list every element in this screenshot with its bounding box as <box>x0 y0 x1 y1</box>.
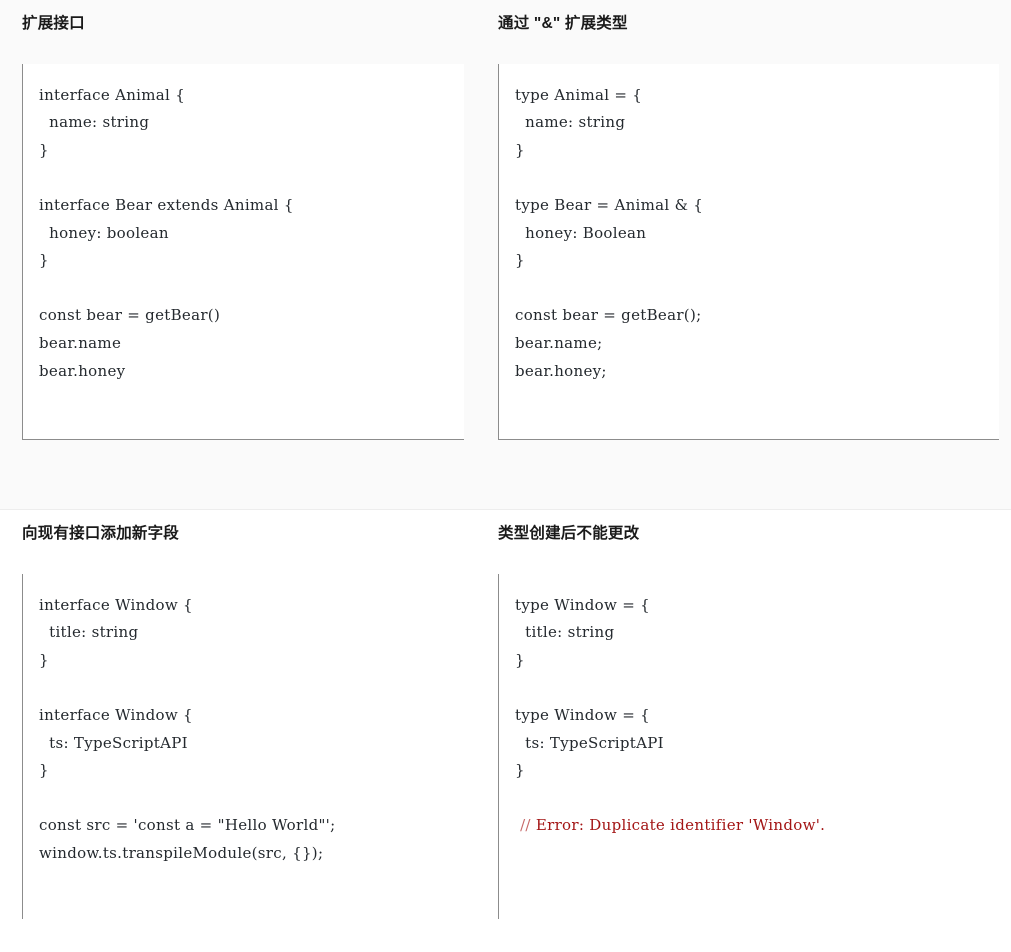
code-line: interface Window { <box>39 595 193 614</box>
code-line: bear.name <box>39 334 122 353</box>
cell-heading-type-cannot-change: 类型创建后不能更改 <box>498 525 640 542</box>
code-line: type Window = { <box>515 706 650 725</box>
code-line: ts: TypeScriptAPI <box>39 733 188 752</box>
code-line: name: string <box>515 113 626 132</box>
code-line: bear.honey <box>39 361 126 380</box>
cell-heading-extending-interface: 扩展接口 <box>22 15 85 32</box>
code-line: type Animal = { <box>515 85 643 104</box>
cell-type-cannot-change: 类型创建后不能更改 type Window = { title: string}… <box>482 510 1011 952</box>
code-line: interface Window { <box>39 706 193 725</box>
code-line: } <box>39 650 49 669</box>
code-line: } <box>515 140 525 159</box>
code-line: const bear = getBear() <box>39 306 221 325</box>
code-line-error-comment: // Error: Duplicate identifier 'Window'. <box>515 812 989 840</box>
comparison-row-augmenting: 向现有接口添加新字段 interface Window { title: str… <box>0 510 1011 952</box>
code-block-type-cannot-change: type Window = { title: string} type Windo… <box>498 573 999 919</box>
code-block-extending-interface: interface Animal { name: string} interfac… <box>22 63 464 440</box>
cell-extending-type: 通过 "&" 扩展类型 type Animal = { name: string… <box>482 0 1011 509</box>
code-line-blank <box>39 275 454 303</box>
code-line: } <box>515 650 525 669</box>
code-text-extending-interface: interface Animal { name: string} interfac… <box>39 82 454 386</box>
code-line: type Window = { <box>515 595 650 614</box>
code-line: } <box>515 761 525 780</box>
code-line: title: string <box>515 623 615 642</box>
code-line-blank <box>515 674 989 702</box>
code-line: const src = 'const a = "Hello World"'; <box>39 816 336 835</box>
code-text-extending-type: type Animal = { name: string} type Bear =… <box>515 82 989 386</box>
code-line: name: string <box>39 113 150 132</box>
code-line: } <box>39 140 49 159</box>
code-line: } <box>515 251 525 270</box>
code-line: title: string <box>39 623 139 642</box>
cell-extending-interface: 扩展接口 interface Animal { name: string}int… <box>0 0 482 509</box>
code-line-blank <box>515 275 989 303</box>
code-line: window.ts.transpileModule(src, {}); <box>39 844 324 863</box>
code-text-type-cannot-change: type Window = { title: string} type Windo… <box>515 592 989 840</box>
code-line-blank <box>39 674 454 702</box>
comparison-row-extending: 扩展接口 interface Animal { name: string}int… <box>0 0 1011 510</box>
code-line: interface Animal { <box>39 85 186 104</box>
code-line: bear.honey; <box>515 361 607 380</box>
code-line: honey: Boolean <box>515 223 647 242</box>
code-line: interface Bear extends Animal { <box>39 196 294 215</box>
code-line-blank <box>39 785 454 813</box>
code-line-blank <box>515 785 989 813</box>
code-block-add-field-to-interface: interface Window { title: string} interfa… <box>22 573 464 919</box>
cell-heading-add-field-to-interface: 向现有接口添加新字段 <box>22 525 180 542</box>
code-line: honey: boolean <box>39 223 169 242</box>
code-line-blank <box>515 164 989 192</box>
cell-add-field-to-interface: 向现有接口添加新字段 interface Window { title: str… <box>0 510 482 952</box>
code-text-add-field-to-interface: interface Window { title: string} interfa… <box>39 592 454 868</box>
code-line-blank <box>39 164 454 192</box>
cell-heading-extending-type: 通过 "&" 扩展类型 <box>498 15 628 32</box>
code-line: type Bear = Animal & { <box>515 196 704 215</box>
code-line: const bear = getBear(); <box>515 306 702 325</box>
code-line: } <box>39 251 49 270</box>
code-block-extending-type: type Animal = { name: string} type Bear =… <box>498 63 999 440</box>
code-line: bear.name; <box>515 334 603 353</box>
code-line: } <box>39 761 49 780</box>
error-message-text: Error: Duplicate identifier 'Window'. <box>530 816 826 835</box>
code-line: ts: TypeScriptAPI <box>515 733 664 752</box>
comment-slashes: // <box>520 816 531 835</box>
